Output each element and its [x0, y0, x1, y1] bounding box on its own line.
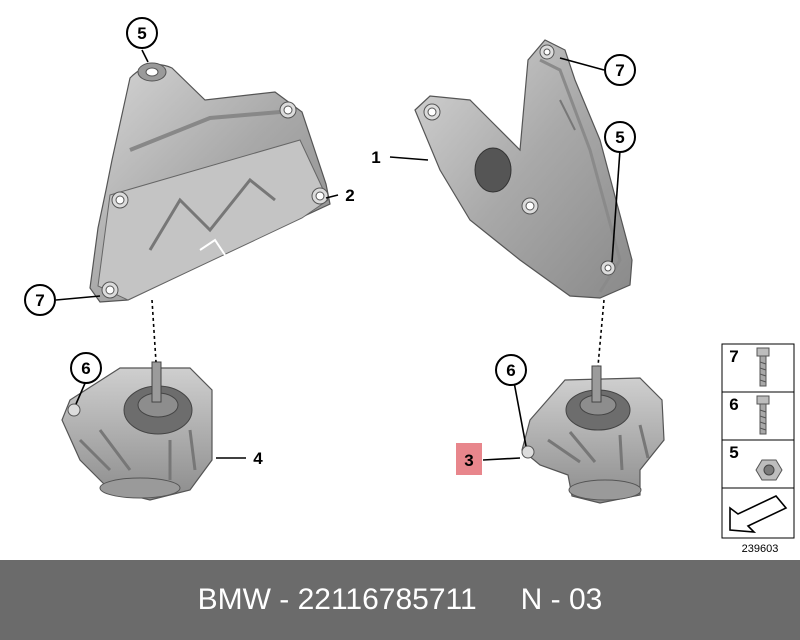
bolt-icon: [756, 395, 770, 435]
hex-nut-icon: [755, 459, 783, 481]
left-engine-bracket: [89, 62, 331, 303]
fastener-legend: 7 6 5 239603: [721, 343, 795, 555]
right-engine-mount: [521, 365, 665, 504]
part-code: N - 03: [520, 583, 603, 616]
callout-top-right-7: 7: [604, 54, 636, 86]
callout-left-6: 6: [70, 352, 102, 384]
svg-text:7: 7: [35, 291, 44, 310]
part-number-footer: BMW - 22116785711 N - 03: [0, 560, 800, 640]
label-4: 4: [253, 449, 263, 468]
right-engine-bracket: [414, 39, 633, 299]
callout-right-5: 5: [604, 121, 636, 153]
direction-arrow-icon: [729, 495, 788, 533]
label-2: 2: [345, 186, 354, 205]
label-3-highlighted: 3: [456, 443, 482, 475]
diagram-id: 239603: [742, 543, 779, 555]
left-engine-mount: [61, 361, 213, 501]
svg-text:5: 5: [137, 24, 146, 43]
svg-text:5: 5: [615, 128, 624, 147]
callout-left-7: 7: [24, 284, 56, 316]
callout-top-left-5: 5: [126, 17, 158, 49]
svg-text:7: 7: [615, 61, 624, 80]
bolt-icon: [756, 347, 770, 387]
callout-right-6: 6: [495, 354, 527, 386]
brand-part-number: BMW - 22116785711: [197, 583, 477, 616]
legend-number-6: 6: [729, 395, 738, 414]
svg-text:3: 3: [464, 451, 473, 470]
legend-number-7: 7: [729, 347, 738, 366]
svg-text:6: 6: [506, 361, 515, 380]
svg-text:6: 6: [81, 359, 90, 378]
parts-diagram: 5 7 5 7 6 6 1 2 4 3 7 6: [24, 17, 795, 555]
label-1: 1: [371, 148, 380, 167]
legend-number-5: 5: [729, 443, 738, 462]
